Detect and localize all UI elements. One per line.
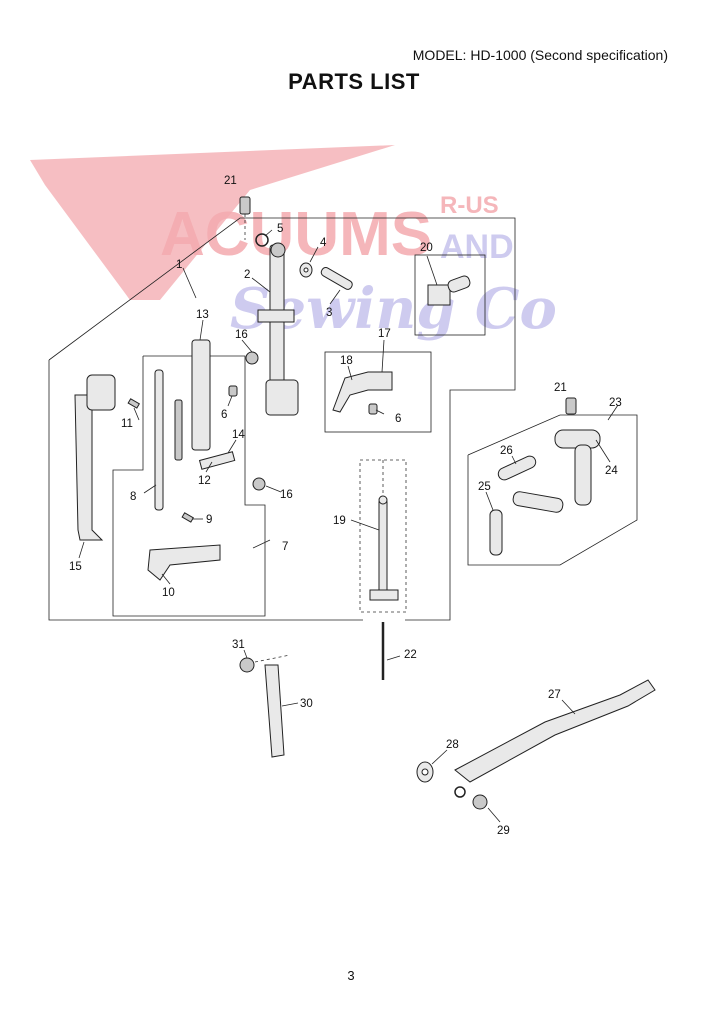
callout-3: 3 [326, 307, 332, 319]
callout-24: 24 [605, 465, 618, 477]
part-11-pin [127, 398, 141, 409]
part-19-clamp [369, 589, 399, 601]
callout-28: 28 [446, 739, 459, 751]
part-3-pin [320, 267, 353, 290]
callout-16a: 16 [235, 329, 248, 341]
callout-15: 15 [69, 561, 82, 573]
part-21b-set-screw [565, 397, 577, 415]
page-number: 3 [347, 968, 355, 983]
part-26-pin [497, 455, 537, 481]
callout-6a: 6 [221, 409, 227, 421]
callout-17: 17 [378, 328, 391, 340]
part-6-screw-a [228, 385, 238, 397]
watermark: ACUUMS R-US AND Sewing Co [30, 145, 557, 342]
callout-6b: 6 [395, 413, 401, 425]
callout-22: 22 [404, 649, 417, 661]
callout-7: 7 [282, 541, 288, 553]
callout-10: 10 [162, 587, 175, 599]
leader-lines [78, 229, 619, 823]
part-5-ring [255, 233, 269, 247]
model-label: MODEL: HD-1000 (Second specification) [412, 47, 668, 63]
watermark-line1: ACUUMS [160, 200, 432, 269]
callout-18: 18 [340, 355, 353, 367]
callout-20: 20 [420, 242, 433, 254]
callout-14: 14 [232, 429, 245, 441]
callout-31: 31 [232, 639, 245, 651]
part-19-needle-bar [378, 499, 388, 601]
group-outlines [48, 217, 638, 621]
part-25-shaft [512, 491, 564, 513]
part-30-bar [264, 664, 285, 758]
part-21-set-screw [239, 196, 251, 215]
callout-25: 25 [478, 481, 491, 493]
part-27-lever [454, 679, 656, 783]
parts [74, 196, 656, 810]
part-14 [198, 451, 236, 470]
callout-1: 1 [176, 259, 182, 271]
callout-5: 5 [277, 223, 283, 235]
callout-26: 26 [500, 445, 513, 457]
callout-12: 12 [198, 475, 211, 487]
watermark-v-logo [30, 145, 395, 300]
callout-30: 30 [300, 698, 313, 710]
part-20-block [427, 284, 451, 306]
part-16-screw-b [252, 477, 266, 491]
callout-27: 27 [548, 689, 561, 701]
part-10-foot [147, 544, 221, 581]
callout-29: 29 [497, 825, 510, 837]
part-9-pin [181, 512, 195, 523]
part-15-head [86, 374, 116, 411]
part-29-screw [472, 794, 488, 810]
part-18-presser [332, 371, 393, 413]
part-6-screw-b [368, 403, 378, 415]
callouts: 1 2 3 4 5 6 6 7 8 9 10 11 12 13 14 15 16… [69, 175, 622, 837]
part-2-foot [265, 379, 299, 416]
page-title: PARTS LIST [288, 69, 420, 94]
callout-21b: 21 [554, 382, 567, 394]
part-13-plate [191, 339, 211, 451]
watermark-line1-suffix: R-US [440, 192, 499, 219]
callout-16b: 16 [280, 489, 293, 501]
part-15-lever [74, 394, 104, 541]
callout-9: 9 [206, 514, 212, 526]
part-24-link [554, 429, 601, 449]
callout-13: 13 [196, 309, 209, 321]
callout-11: 11 [121, 418, 133, 430]
part-31-screw [239, 657, 255, 673]
watermark-line2: AND [440, 228, 514, 266]
callout-2: 2 [244, 269, 250, 281]
callout-21a: 21 [224, 175, 237, 187]
callout-4: 4 [320, 237, 327, 249]
callout-8: 8 [130, 491, 136, 503]
part-2-arm [257, 309, 295, 323]
part-24-arm [574, 444, 592, 506]
part-spring [174, 399, 183, 461]
callout-19: 19 [333, 515, 346, 527]
part-16-screw-a [245, 351, 259, 365]
part-25-crank [489, 509, 503, 556]
part-8-rod [154, 369, 164, 511]
callout-23: 23 [609, 397, 622, 409]
